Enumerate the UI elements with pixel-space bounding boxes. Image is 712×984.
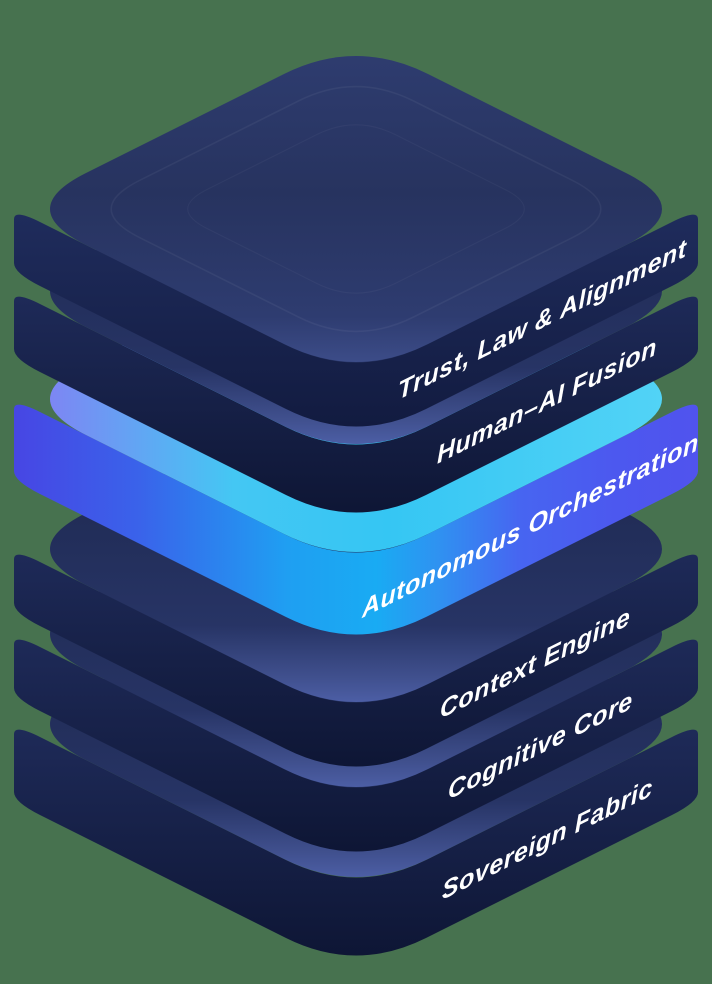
plate-front-face (14, 296, 698, 513)
plate-front-face (14, 404, 698, 635)
plate-front-face (14, 729, 698, 956)
plate-front-face (14, 554, 698, 767)
plate-front-face (14, 639, 698, 852)
plate-front-face (14, 214, 698, 427)
